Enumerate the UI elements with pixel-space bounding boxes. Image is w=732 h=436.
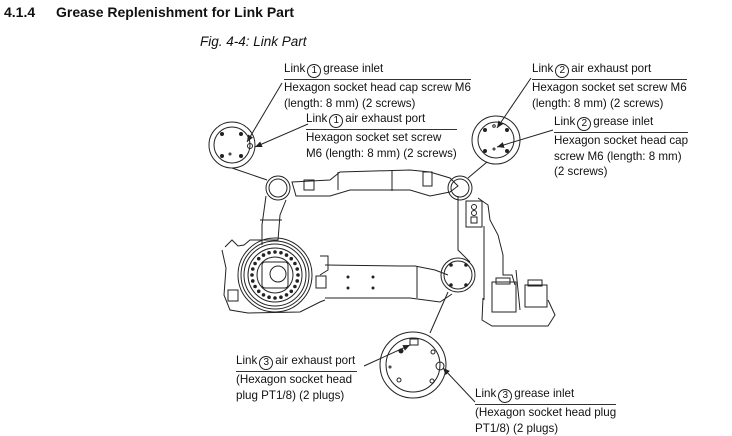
bolt-icon	[295, 267, 300, 271]
section-heading: 4.1.4 Grease Replenishment for Link Part	[4, 4, 294, 20]
bolt-icon	[284, 293, 289, 297]
detail-link2	[467, 115, 521, 179]
bolt-icon	[293, 261, 297, 266]
link-number-badge: 1	[307, 64, 322, 78]
bolt-icon	[295, 279, 300, 283]
lower-link-arm	[315, 264, 453, 303]
section-title: Grease Replenishment for Link Part	[56, 4, 295, 20]
bolt-icon	[250, 279, 255, 283]
left-link-arm	[260, 195, 287, 241]
bolt-icon	[253, 284, 257, 289]
right-column	[457, 196, 516, 300]
link-number-badge: 2	[577, 117, 592, 131]
bolt-icon	[293, 284, 297, 289]
bolt-icon	[261, 253, 266, 257]
bolt-icon	[256, 256, 261, 261]
link-number-badge: 3	[259, 356, 274, 370]
upper-link-arm	[291, 169, 459, 197]
bolt-icon	[289, 289, 294, 294]
bolt-icon	[256, 289, 261, 294]
bolt-icon	[253, 261, 257, 266]
motor-units	[481, 269, 556, 327]
bolt-icon	[250, 273, 254, 277]
section-number: 4.1.4	[4, 4, 36, 20]
joint-link2	[447, 175, 473, 201]
bolt-icon	[267, 250, 271, 255]
link-number-badge: 2	[555, 64, 570, 78]
link-number-badge: 3	[498, 389, 513, 403]
base-joint	[237, 237, 313, 313]
bolt-icon	[273, 250, 277, 254]
bolt-icon	[250, 267, 255, 271]
bolt-icon	[279, 295, 283, 300]
bolt-icon	[261, 293, 266, 297]
detail-link1	[208, 121, 268, 181]
bolt-icon	[289, 256, 294, 261]
bolt-icon	[273, 296, 277, 300]
bolt-icon	[296, 273, 300, 277]
joint-link3	[440, 257, 476, 293]
figure-caption: Fig. 4-4: Link Part	[200, 34, 307, 49]
detail-link3	[379, 291, 449, 399]
bolt-icon	[284, 253, 289, 257]
leader-lines	[246, 77, 554, 403]
joint-link1	[265, 175, 291, 201]
bolt-icon	[267, 295, 271, 300]
bolt-icon	[279, 250, 283, 255]
link-number-badge: 1	[329, 114, 344, 128]
